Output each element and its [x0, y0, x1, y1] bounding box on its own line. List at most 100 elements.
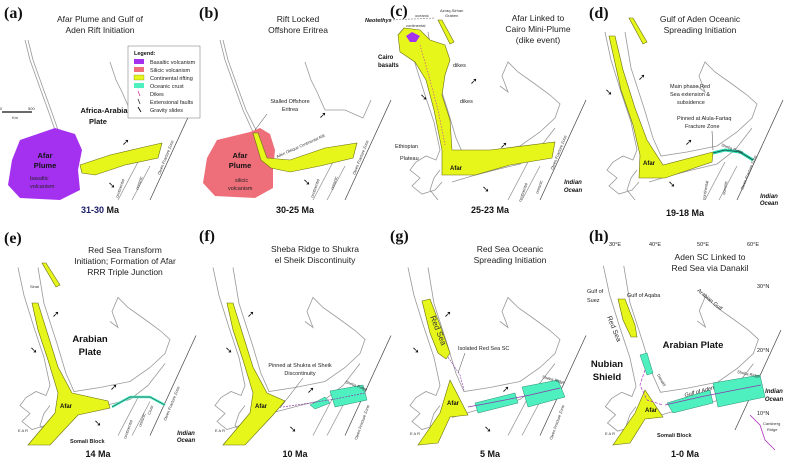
age-label: 5 Ma [480, 449, 501, 459]
plate-motion-arrow-icon: ➚ [470, 76, 478, 86]
ridge-label: Carlsberg [763, 421, 780, 426]
plate-motion-arrow-icon: ➚ [307, 385, 315, 395]
plate-label: Plate [89, 117, 107, 126]
gulf-label: Gulf of [587, 289, 604, 295]
crust-label: continental [517, 182, 528, 202]
gravity-slide-icon [137, 106, 142, 113]
annotation: subsidence [677, 100, 705, 106]
panel-title: Red Sea via Danakil [671, 263, 748, 273]
danakil-label: Danakil [656, 373, 667, 387]
ocean-label: Indian [765, 389, 783, 395]
plate-label: Plate [79, 347, 102, 358]
plate-label: Africa-Arabia [80, 106, 128, 115]
scale-bar: 0 500 Km [0, 106, 35, 120]
ocean-label: Ocean [177, 438, 196, 444]
panel-g: (g) Red Sea Oceanic Spreading Initiation… [390, 225, 587, 459]
panel-letter: (d) [589, 5, 609, 22]
volcanism-label: volcanism [228, 186, 253, 192]
ocean-label: Ocean [564, 188, 583, 194]
afar-label: Afar [255, 404, 268, 410]
panel-f: (f) Sheba Ridge to Shukra el Sheik Disco… [195, 225, 392, 459]
annotation: Pinned at Alula-Fartaq [677, 116, 731, 122]
plate-motion-arrow-icon: ➘ [484, 424, 492, 434]
gulf-of-suez-rift [617, 298, 638, 338]
plate-motion-arrow-icon: ➚ [247, 309, 255, 319]
red-sea-rift [421, 298, 451, 360]
afar-label: Afar [450, 166, 463, 172]
region-label: Ethiopian [395, 144, 418, 150]
panel-title: Rift Locked [277, 14, 320, 24]
continental-rift [252, 132, 358, 173]
map-c: (c) Afar Linked to Cairo Mini-Plume (dik… [365, 3, 587, 215]
legend-item: Continental rifting [150, 76, 193, 82]
ridge-label: Sheba Ridge [542, 374, 566, 385]
panel-title: Aden SC Linked to [675, 252, 746, 262]
panel-letter: (e) [4, 230, 22, 247]
red-sea-label: Red Sea [605, 315, 622, 343]
shield-label: Shield [593, 372, 622, 383]
plate-motion-arrow-icon: ➘ [412, 345, 420, 355]
sinai-label: Sinai [30, 284, 39, 289]
panel-a: (a) Afar Plume and Gulf of Aden Rift Ini… [0, 0, 201, 230]
panel-e: (e) Red Sea Transform Initiation; Format… [0, 225, 197, 459]
legend-item: Dikes [150, 92, 164, 98]
plate-motion-arrow-icon: ➘ [482, 184, 490, 194]
age-label: 10 Ma [282, 449, 308, 459]
dikes-label: dikes [453, 63, 466, 69]
continental-rift [397, 27, 556, 176]
legend: Legend: Basaltic volcanism Silicic volca… [127, 45, 201, 119]
scale-max: 500 [28, 106, 35, 111]
annotation: Fracture Zone [685, 124, 720, 130]
panel-title: Spreading Initiation [474, 255, 547, 265]
panel-title: el Sheik Discontinuity [275, 255, 357, 265]
age-label: 31-30 Ma [81, 205, 120, 215]
panel-title: Initiation; Formation of Afar [74, 256, 176, 266]
cairo-basalts-label: basalts [378, 63, 399, 69]
ridge-label: Ridge [767, 427, 778, 432]
ocean-label: Indian [760, 194, 778, 200]
afar-rift [417, 379, 469, 446]
plate-label: Arabian [72, 334, 108, 345]
panel-letter: (g) [390, 228, 409, 245]
ocean-label: Ocean [765, 397, 784, 403]
afar-label: Afar [60, 404, 73, 410]
scale-zero: 0 [0, 106, 3, 111]
map-f: (f) Sheba Ridge to Shukra el Sheik Disco… [199, 228, 392, 459]
plate-motion-arrow-icon: ➘ [225, 345, 233, 355]
neotethys-label: Neotethys [365, 18, 392, 24]
afar-rift [612, 389, 664, 446]
crust-label: continental [114, 178, 125, 198]
plate-motion-arrow-icon: ➚ [110, 382, 118, 392]
panel-title: (dike event) [516, 35, 561, 45]
plate-motion-arrow-icon: ➘ [108, 180, 116, 190]
map-e: (e) Red Sea Transform Initiation; Format… [4, 230, 197, 459]
ocean-label: Indian [564, 180, 582, 186]
annotation: Eritrea [282, 107, 299, 113]
continental-rift [608, 35, 714, 179]
map-b: (b) Rift Locked Offshore Eritrea Stalled… [199, 5, 392, 215]
age-label: 30-25 Ma [276, 205, 315, 215]
age-label: 14 Ma [85, 449, 111, 459]
tick-label: 40°E [649, 242, 661, 248]
silicic-swatch [134, 67, 144, 72]
tick-label: 20°N [757, 348, 769, 354]
plate-motion-arrow-icon: ➚ [502, 384, 510, 394]
panel-h: (h) 30°E 40°E 50°E 60°E Aden SC Linked t… [585, 225, 784, 459]
gulf-label: Gulf of Aqaba [627, 293, 661, 299]
ocean-label: Indian [177, 431, 195, 437]
age-label: 1-0 Ma [671, 449, 700, 459]
plate-motion-arrow-icon: ➚ [52, 309, 60, 319]
legend-item: Oceanic crust [150, 84, 184, 90]
plate-motion-arrow-icon: ➘ [289, 424, 297, 434]
age-label: 19-18 Ma [666, 208, 705, 218]
afar-label: Afar [645, 408, 658, 414]
cairo-basalts-label: Cairo [378, 55, 394, 61]
crust-label: continental [309, 178, 320, 198]
plate-label: Arabian Plate [663, 340, 724, 351]
crust-label: continental [122, 419, 133, 439]
panel-title: Afar Linked to [512, 13, 565, 23]
dikes [419, 44, 446, 146]
fracture-zone-label: Owen Fracture Zone [548, 403, 566, 440]
crust-label: oceanic [329, 176, 338, 191]
panel-title: RRR Triple Junction [87, 267, 163, 277]
